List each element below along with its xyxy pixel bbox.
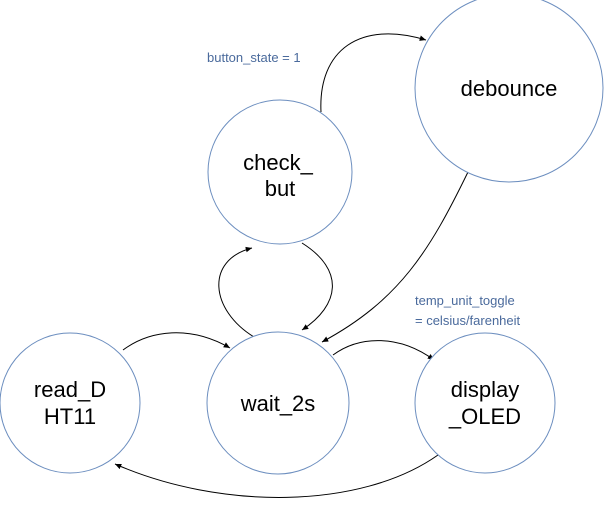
edge-check-to-wait [301, 242, 333, 331]
state-read-dht11-label-line1: read_D [34, 377, 106, 402]
state-wait-2s[interactable]: wait_2s [206, 331, 350, 475]
state-debounce-label: debounce [461, 76, 558, 101]
state-debounce[interactable]: debounce [414, 0, 604, 183]
state-display-oled[interactable]: display _OLED [414, 332, 556, 474]
state-read-dht11[interactable]: read_D HT11 [0, 332, 141, 474]
edge-label-celsius-farenheit: = celsius/farenheit [415, 313, 521, 328]
state-check-but-label-line2: but [265, 176, 296, 201]
edge-label-temp-unit-toggle: temp_unit_toggle [415, 293, 515, 308]
edge-wait-to-display [332, 340, 435, 361]
state-wait-2s-label: wait_2s [240, 391, 316, 416]
state-check-but[interactable]: check_ but [207, 99, 353, 245]
edge-wait-to-check [218, 246, 255, 338]
edge-read-to-wait [122, 332, 231, 351]
state-display-oled-label-line1: display [451, 377, 519, 402]
state-read-dht11-label-line2: HT11 [44, 404, 96, 429]
edge-label-button-state: button_state = 1 [207, 50, 301, 65]
edge-check-to-debounce [320, 33, 427, 113]
edge-display-to-read [114, 454, 439, 498]
state-display-oled-label-line2: _OLED [448, 404, 521, 429]
edge-debounce-to-wait [321, 171, 469, 343]
state-check-but-label-line1: check_ [243, 150, 313, 175]
